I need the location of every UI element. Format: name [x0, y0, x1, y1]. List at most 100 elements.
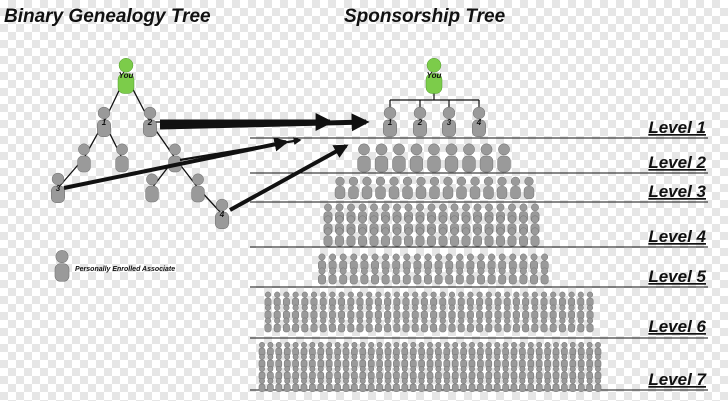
associate-icon	[569, 377, 577, 393]
associate-icon	[275, 341, 283, 357]
associate-icon	[594, 353, 602, 369]
associate-icon	[334, 176, 346, 200]
associate-icon	[418, 353, 426, 369]
associate-icon	[301, 291, 309, 307]
associate-icon	[418, 365, 426, 381]
associate-icon	[282, 304, 291, 320]
associate-icon	[443, 353, 451, 369]
associate-icon	[423, 267, 433, 285]
associate-icon	[502, 353, 510, 369]
associate-icon	[264, 317, 272, 333]
associate-icon	[448, 304, 456, 320]
associate-icon	[283, 341, 291, 357]
sponsorship-node-number: 4	[476, 118, 482, 127]
associate-icon	[361, 176, 373, 200]
associate-icon	[300, 377, 308, 393]
associate-icon	[275, 365, 283, 381]
associate-icon	[342, 341, 350, 357]
associate-icon	[393, 317, 401, 333]
associate-icon	[519, 267, 528, 285]
associate-icon	[388, 176, 400, 200]
associate-icon	[291, 304, 300, 320]
associate-icon	[476, 341, 484, 357]
associate-icon	[438, 227, 448, 247]
associate-icon	[485, 377, 493, 393]
associate-icon	[567, 317, 576, 333]
associate-icon	[328, 291, 337, 307]
associate-icon	[347, 291, 355, 307]
associate-icon	[266, 377, 274, 393]
mapping-arrow	[179, 137, 302, 162]
level-label-3: Level 3	[648, 182, 706, 201]
associate-icon	[266, 341, 274, 357]
associate-icon	[337, 317, 346, 333]
associate-icon	[544, 353, 552, 369]
associate-icon	[569, 365, 577, 381]
associate-icon	[258, 353, 266, 369]
associate-icon	[531, 291, 539, 307]
associate-icon	[292, 377, 300, 393]
associate-icon	[393, 291, 401, 307]
associate-icon	[426, 142, 442, 173]
associate-icon	[369, 227, 379, 247]
associate-icon	[460, 341, 468, 357]
associate-icon	[308, 365, 316, 381]
associate-icon	[367, 377, 375, 393]
associate-icon	[540, 304, 548, 320]
associate-icon	[350, 365, 358, 381]
associate-icon	[429, 317, 438, 333]
associate-icon	[359, 365, 367, 381]
associate-icon	[356, 304, 364, 320]
associate-icon	[429, 304, 438, 320]
associate-icon	[370, 267, 380, 285]
associate-icon	[594, 365, 602, 381]
associate-icon	[383, 304, 392, 320]
associate-icon	[558, 317, 567, 333]
associate-icon	[347, 317, 355, 333]
associate-icon	[460, 365, 468, 381]
associate-icon	[291, 291, 300, 307]
associate-icon	[502, 341, 510, 357]
associate-icon	[434, 341, 442, 357]
associate-icon	[429, 291, 438, 307]
associate-icon	[472, 227, 483, 247]
associate-icon	[273, 291, 281, 307]
associate-icon	[560, 365, 568, 381]
associate-icon	[451, 353, 459, 369]
associate-icon	[325, 341, 333, 357]
associate-icon	[510, 353, 518, 369]
associate-icon	[485, 317, 493, 333]
associate-icon	[349, 267, 359, 285]
associate-icon	[468, 377, 476, 393]
associate-icon	[401, 341, 409, 357]
associate-icon	[476, 353, 484, 369]
associate-icon	[418, 377, 426, 393]
associate-icon	[466, 317, 475, 333]
associate-icon	[521, 291, 530, 307]
associate-icon	[461, 227, 471, 247]
level-label-6: Level 6	[648, 317, 706, 336]
associate-icon	[334, 227, 345, 247]
associate-icon	[367, 341, 375, 357]
mapping-arrow	[159, 113, 370, 132]
associate-icon	[443, 365, 451, 381]
associate-icon	[383, 317, 392, 333]
associate-icon	[451, 341, 459, 357]
associate-icon	[409, 353, 417, 369]
associate-icon	[503, 304, 511, 320]
associate-icon	[497, 267, 507, 285]
mapping-arrow	[63, 137, 289, 190]
associate-icon	[376, 353, 384, 369]
binary-node-number: 3	[56, 184, 61, 193]
associate-icon	[476, 377, 484, 393]
associate-icon	[529, 267, 539, 285]
associate-icon	[434, 365, 442, 381]
associate-icon	[544, 377, 552, 393]
associate-icon	[300, 341, 308, 357]
associate-icon	[409, 142, 424, 173]
associate-icon	[325, 365, 333, 381]
binary-node-number: 1	[102, 118, 107, 127]
sponsorship-tree-title: Sponsorship Tree	[344, 6, 506, 27]
associate-icon	[494, 291, 502, 307]
associate-icon	[359, 377, 367, 393]
